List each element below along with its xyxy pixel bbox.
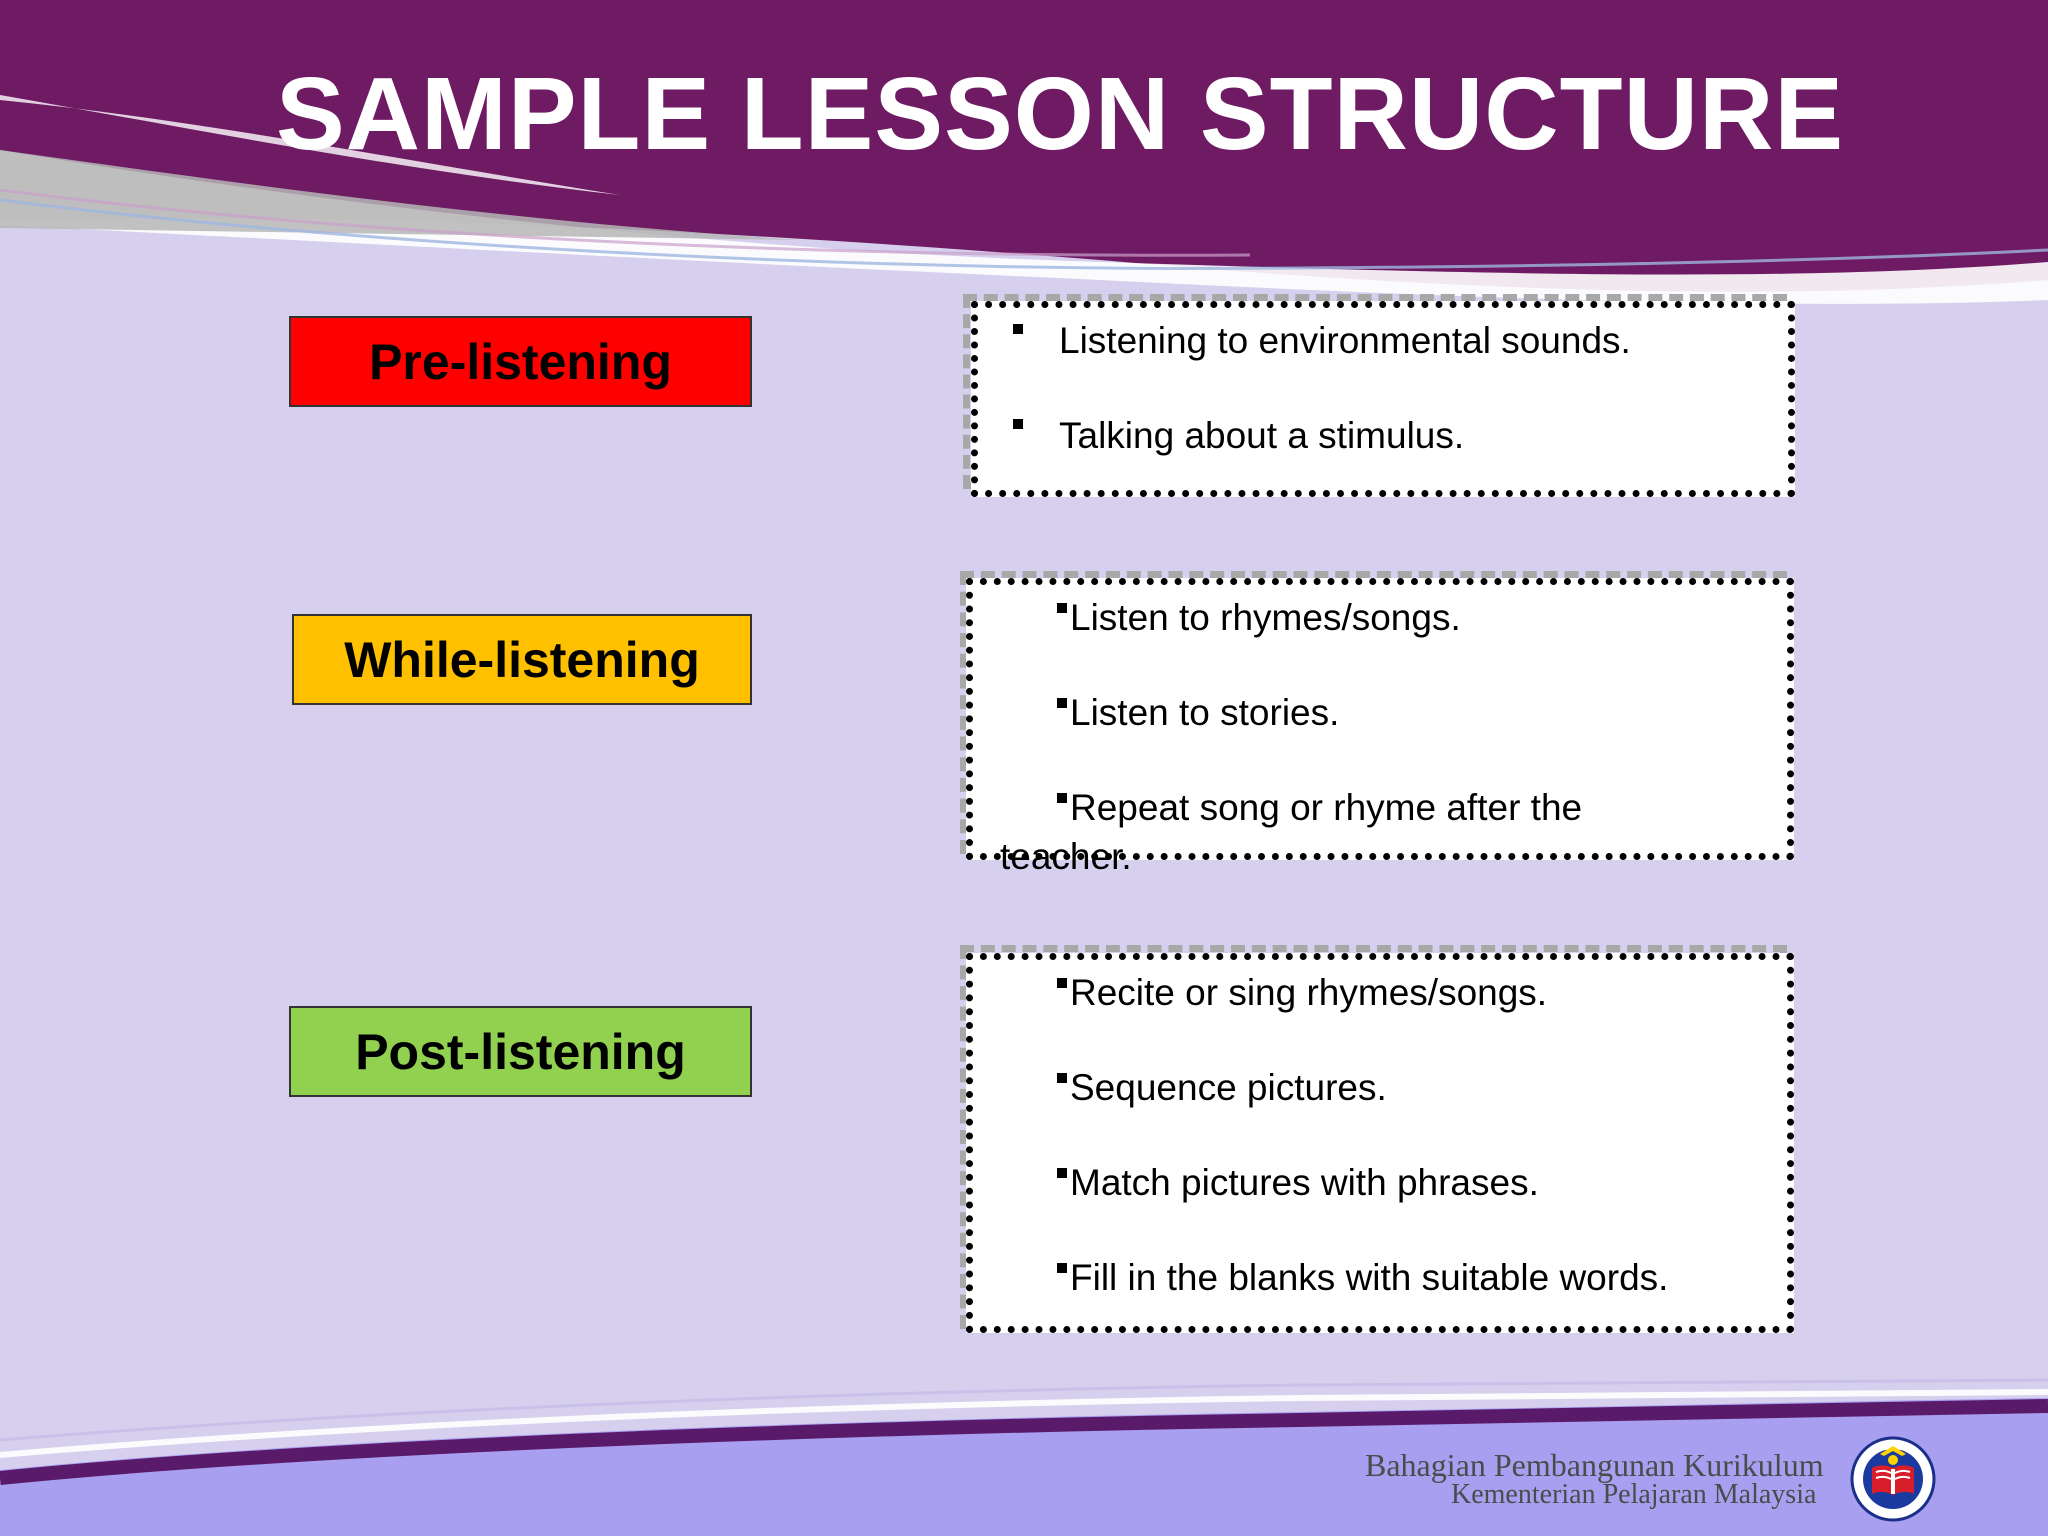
activity-item: Match pictures with phrases. xyxy=(1057,1164,1539,1201)
pre-listening-activities-box xyxy=(971,301,1795,497)
footer-department: Bahagian Pembangunan Kurikulum xyxy=(1365,1447,1824,1483)
activity-item-continuation: teacher. xyxy=(1000,836,1132,877)
activity-item: Fill in the blanks with suitable words. xyxy=(1057,1259,1668,1296)
bullet-icon xyxy=(1057,978,1067,988)
stage-label-post-listening: Post-listening xyxy=(289,1006,752,1097)
while-listening-activities-box xyxy=(966,578,1794,860)
bullet-icon xyxy=(1057,1168,1067,1178)
bullet-icon xyxy=(1057,603,1067,613)
bullet-icon xyxy=(1057,793,1067,803)
bullet-icon xyxy=(1057,1263,1067,1273)
activity-item: Listening to environmental sounds. xyxy=(1013,322,1631,359)
activity-item: Listen to rhymes/songs. xyxy=(1057,599,1461,636)
bullet-icon xyxy=(1013,324,1023,334)
bullet-icon xyxy=(1013,419,1023,429)
stage-label-pre-listening: Pre-listening xyxy=(289,316,752,407)
activity-item: Talking about a stimulus. xyxy=(1013,417,1464,454)
activity-item: Repeat song or rhyme after the xyxy=(1057,789,1582,826)
bullet-icon xyxy=(1057,1073,1067,1083)
footer-ministry: Kementerian Pelajaran Malaysia xyxy=(1451,1479,1817,1510)
bullet-icon xyxy=(1057,698,1067,708)
activity-item: Listen to stories. xyxy=(1057,694,1339,731)
post-listening-activities-box xyxy=(966,953,1794,1333)
ministry-logo-icon xyxy=(1850,1436,1936,1522)
activity-item: Recite or sing rhymes/songs. xyxy=(1057,974,1547,1011)
page-title: SAMPLE LESSON STRUCTURE xyxy=(275,56,1845,171)
activity-item: Sequence pictures. xyxy=(1057,1069,1387,1106)
stage-label-while-listening: While-listening xyxy=(292,614,752,705)
